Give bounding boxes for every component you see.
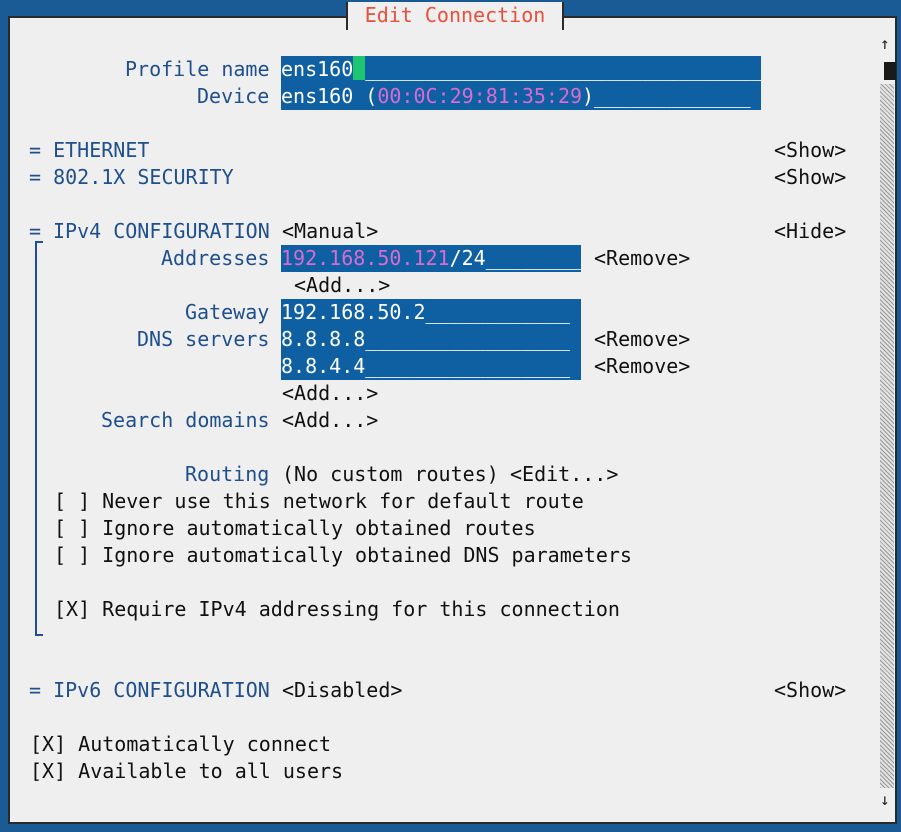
scroll-down-arrow-icon[interactable]: ↓ <box>880 790 890 809</box>
ipv4-section-title: IPv4 CONFIGURATION <box>53 219 270 243</box>
address-prefix: /24 <box>449 246 486 270</box>
profile-name-label: Profile name <box>125 57 270 81</box>
search-domains-label: Search domains <box>101 408 270 432</box>
title-gap <box>346 2 564 30</box>
ignore-routes-checkbox[interactable]: [ ] Ignore automatically obtained routes <box>54 516 536 540</box>
ipv4-bracket-end <box>35 634 43 636</box>
dns-remove-button[interactable]: <Remove> <box>594 327 691 351</box>
edit-connection-dialog <box>8 16 897 824</box>
require-ipv4-checkbox[interactable]: [X] Require IPv4 addressing for this con… <box>54 597 620 621</box>
address-field[interactable]: 192.168.50.121/24________ <box>281 245 581 272</box>
ipv6-show-button[interactable]: <Show> <box>774 678 847 702</box>
search-domains-add-button[interactable]: <Add...> <box>282 408 379 432</box>
address-remove-button[interactable]: <Remove> <box>594 246 691 270</box>
ethernet-section-title: = ETHERNET <box>29 138 150 162</box>
gateway-field[interactable]: 192.168.50.2____________ <box>281 299 581 326</box>
ipv6-section-title: = IPv6 CONFIGURATION <box>29 678 270 702</box>
dns-server-field[interactable]: 8.8.4.4_________________ <box>281 353 581 380</box>
routing-edit-button[interactable]: <Edit...> <box>510 462 619 486</box>
ipv6-mode-dropdown[interactable]: <Disabled> <box>282 678 403 702</box>
security-show-button[interactable]: <Show> <box>774 165 847 189</box>
device-pad: _____________ <box>594 84 751 108</box>
ipv4-bracket-line <box>35 242 37 636</box>
gateway-label: Gateway <box>185 300 270 324</box>
address-pad: ________ <box>485 246 581 270</box>
ipv4-bracket-top <box>35 241 43 243</box>
ipv4-section-marker: = <box>29 219 42 243</box>
address-add-button[interactable]: <Add...> <box>294 273 391 297</box>
ipv4-hide-button[interactable]: <Hide> <box>774 219 847 243</box>
profile-name-pad: ___________________________________ <box>365 57 761 81</box>
routing-value: (No custom routes) <box>282 462 499 486</box>
dns-server-field[interactable]: 8.8.8.8_________________ <box>281 326 581 353</box>
profile-name-value: ens160 <box>281 57 354 81</box>
device-mac: 00:0C:29:81:35:29 <box>377 84 583 108</box>
ethernet-show-button[interactable]: <Show> <box>774 138 847 162</box>
dialog-title: Edit Connection <box>346 2 564 30</box>
all-users-checkbox[interactable]: [X] Available to all users <box>30 759 344 783</box>
device-field[interactable]: ens160 (00:0C:29:81:35:29)_____________ <box>281 83 761 110</box>
device-paren-close: ) <box>582 84 595 108</box>
never-default-route-checkbox[interactable]: [ ] Never use this network for default r… <box>54 489 584 513</box>
dns-remove-button[interactable]: <Remove> <box>594 354 691 378</box>
security-section-title: = 802.1X SECURITY <box>29 165 234 189</box>
scroll-up-arrow-icon[interactable]: ↑ <box>880 34 890 53</box>
ignore-dns-checkbox[interactable]: [ ] Ignore automatically obtained DNS pa… <box>54 543 632 567</box>
text-cursor <box>353 56 366 80</box>
dns-servers-label: DNS servers <box>137 327 270 351</box>
routing-label: Routing <box>185 462 270 486</box>
scrollbar-track[interactable] <box>880 84 894 788</box>
device-label: Device <box>197 84 270 108</box>
scrollbar-thumb[interactable] <box>884 62 896 80</box>
dns-add-button[interactable]: <Add...> <box>282 381 379 405</box>
ipv4-mode-dropdown[interactable]: <Manual> <box>282 219 379 243</box>
addresses-label: Addresses <box>161 246 270 270</box>
device-name: ens160 <box>281 84 354 108</box>
profile-name-field[interactable]: ens160 __________________________________… <box>281 56 761 83</box>
auto-connect-checkbox[interactable]: [X] Automatically connect <box>30 732 332 756</box>
address-ip: 192.168.50.121 <box>281 246 450 270</box>
device-paren-open: ( <box>353 84 378 108</box>
